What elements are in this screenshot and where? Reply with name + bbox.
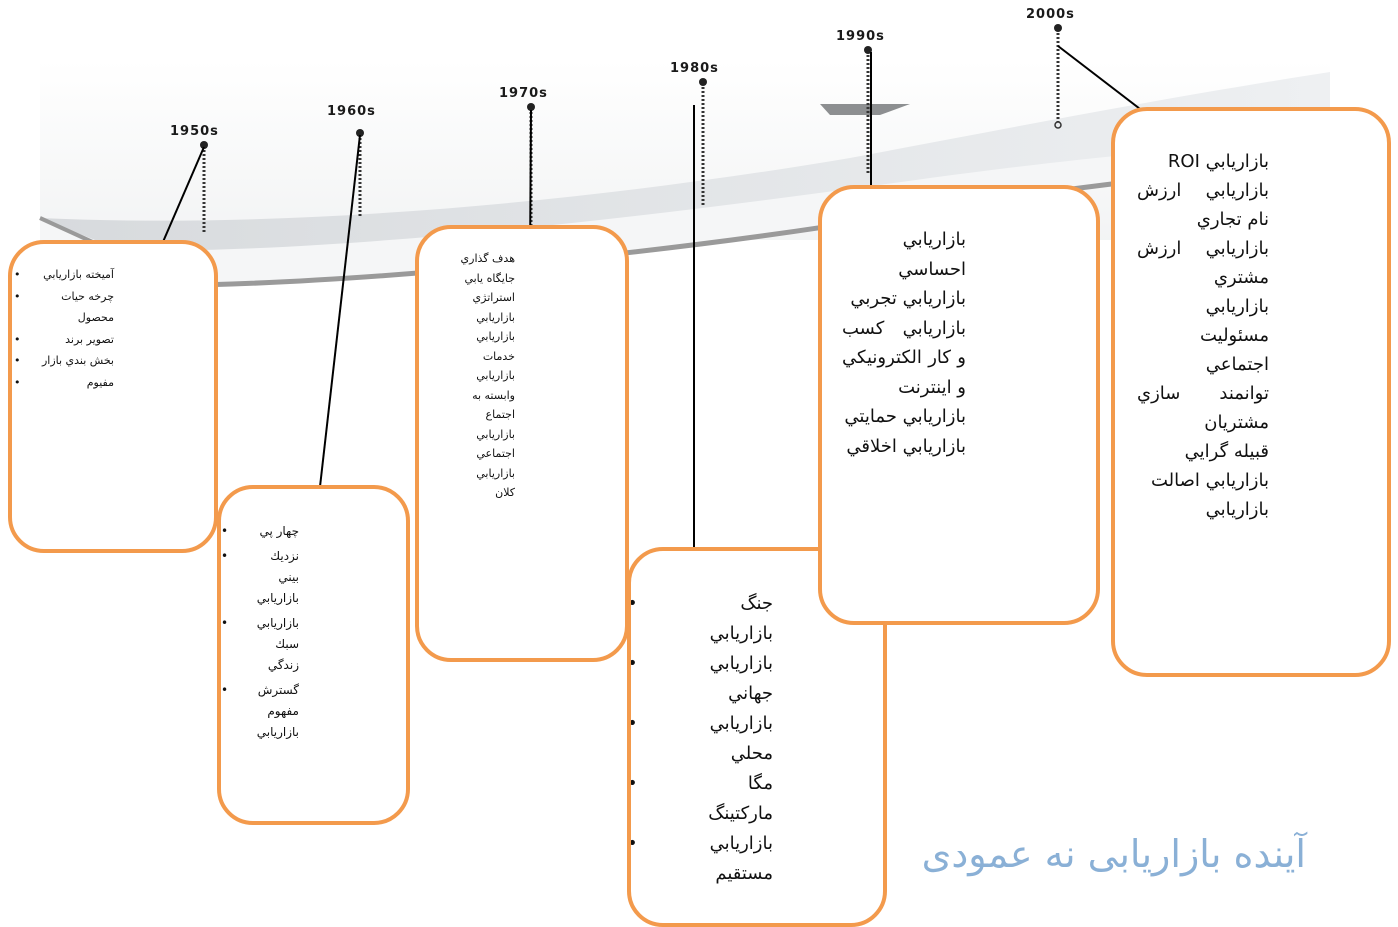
- timeline-road: [40, 72, 1330, 285]
- concept-list-1960s: چهار پي نزديك بيني بازاريابي بازاريابي س…: [221, 521, 299, 747]
- list-item: بازاريابي جهاني: [631, 649, 773, 709]
- list-item: نزديك بيني بازاريابي: [221, 546, 299, 609]
- list-item: جنگ بازاريابي: [631, 589, 773, 649]
- list-item: بازاريابي ارزش مشتري: [1137, 234, 1269, 292]
- concept-box-1970s: هدف گذاري جايگاه يابي استراتژي بازاريابي…: [415, 225, 629, 662]
- list-item: مگا ماركتينگ: [631, 769, 773, 829]
- list-item: بازاريابي اصالت: [1137, 466, 1269, 495]
- list-item: توانمند سازي مشتريان: [1137, 379, 1269, 437]
- list-item: بازاريابي كلان: [457, 464, 515, 503]
- decade-label-1960s: 1960s: [327, 104, 376, 119]
- list-item: بازاريابي محلي: [631, 709, 773, 769]
- list-item: بازاريابي خدمات: [457, 327, 515, 366]
- list-item: استراتژي بازاريابي: [457, 288, 515, 327]
- concept-list-1980s: جنگ بازاريابي بازاريابي جهاني بازاريابي …: [631, 589, 773, 889]
- list-item: بازاريابي وابسته به اجتماع: [457, 366, 515, 425]
- concept-list-1970s: هدف گذاري جايگاه يابي استراتژي بازاريابي…: [457, 249, 515, 503]
- list-item: بازاريابي تجربي: [842, 284, 966, 314]
- list-item: قبيله گرايي: [1137, 437, 1269, 466]
- decade-post-2000s: [1054, 24, 1062, 129]
- page-title: آینده بازاریابی نه عمودی: [921, 832, 1306, 876]
- decade-label-1980s: 1980s: [670, 61, 719, 76]
- list-item: بخش بندي بازار: [14, 350, 114, 372]
- decade-post-1950s: [200, 141, 208, 232]
- concept-box-1980s: جنگ بازاريابي بازاريابي جهاني بازاريابي …: [627, 547, 887, 927]
- concept-box-1990s: بازاريابي احساسي بازاريابي تجربي بازاريا…: [818, 185, 1100, 625]
- concept-list-1950s: آمیخته بازاریابي چرخه حیات محصول تصویر ب…: [14, 264, 114, 394]
- list-item: بازاريابي كسب و كار الكترونيكي و اينترنت: [842, 314, 966, 403]
- list-item: بازاريابي ROI: [1137, 147, 1269, 176]
- list-item: تصویر برند: [14, 329, 114, 351]
- list-item: مفیوم: [14, 372, 114, 394]
- list-item: بازاريابي ارزش نام تجاري: [1137, 176, 1269, 234]
- concept-box-1960s: چهار پي نزديك بيني بازاريابي بازاريابي س…: [217, 485, 410, 825]
- concept-box-1950s: آمیخته بازاریابي چرخه حیات محصول تصویر ب…: [8, 240, 218, 553]
- list-item: بازاريابي حمايتي: [842, 402, 966, 432]
- decade-label-1990s: 1990s: [836, 29, 885, 44]
- decade-post-1960s: [356, 129, 364, 218]
- list-item: بازاريابي احساسي: [842, 225, 966, 284]
- list-item: جايگاه يابي: [457, 269, 515, 289]
- list-item: بازاريابي مسئوليت اجتماعي: [1137, 292, 1269, 379]
- concept-list-2000s: بازاريابي ROI بازاريابي ارزش نام تجاري ب…: [1137, 147, 1269, 524]
- list-item: آمیخته بازاریابي: [14, 264, 114, 286]
- list-item: گسترش مفهوم بازاريابي: [221, 680, 299, 743]
- list-item: بازاريابي مستقيم: [631, 829, 773, 889]
- list-item: بازاريابي اجتماعي: [457, 425, 515, 464]
- list-item: بازاريابي: [1137, 495, 1269, 524]
- concept-list-1990s: بازاريابي احساسي بازاريابي تجربي بازاريا…: [842, 225, 966, 461]
- list-item: چهار پي: [221, 521, 299, 542]
- decade-label-1950s: 1950s: [170, 124, 219, 139]
- list-item: بازاريابي اخلاقي: [842, 432, 966, 462]
- decade-label-1970s: 1970s: [499, 86, 548, 101]
- list-item: چرخه حیات محصول: [14, 286, 114, 329]
- concept-box-2000s: بازاريابي ROI بازاريابي ارزش نام تجاري ب…: [1111, 107, 1391, 677]
- decade-post-1980s: [699, 78, 707, 205]
- list-item: هدف گذاري: [457, 249, 515, 269]
- list-item: بازاريابي سبك زندگي: [221, 613, 299, 676]
- decade-label-2000s: 2000s: [1026, 7, 1075, 22]
